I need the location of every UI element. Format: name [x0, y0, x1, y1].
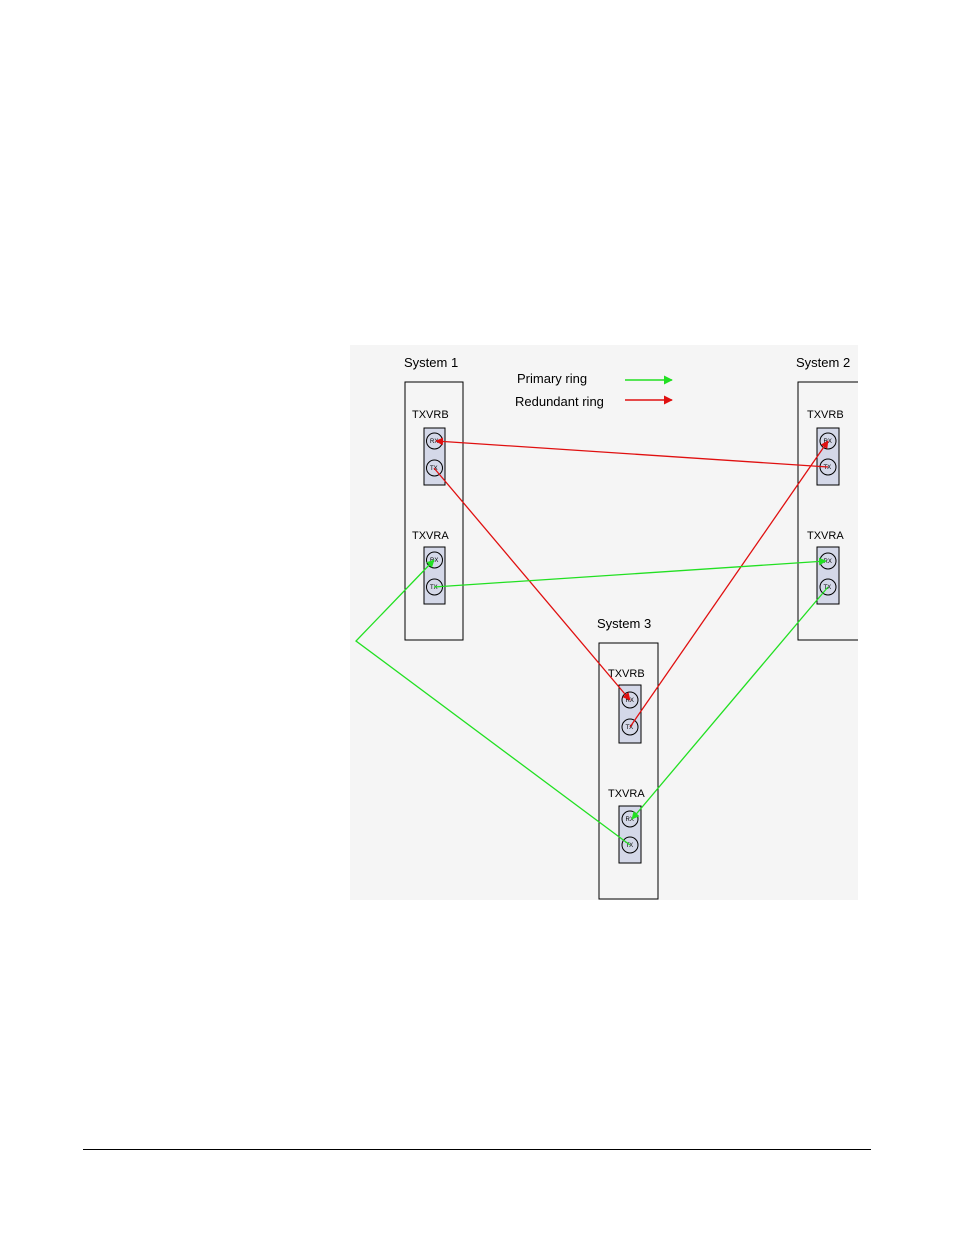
system-2-txvrb-label: TXVRB [807, 409, 844, 421]
system-3-txvrb-rx-label: RX [626, 698, 634, 704]
system-2-label: System 2 [796, 355, 850, 370]
legend: Primary ring Redundant ring [515, 371, 673, 409]
footer-rule [83, 1149, 871, 1150]
system-1-txvrb-rx-label: RX [430, 439, 438, 445]
system-3-txvrb-tx-label: TX [626, 725, 634, 731]
system-3-txvrb-label: TXVRB [608, 668, 645, 680]
system-1-label: System 1 [404, 355, 458, 370]
system-1-txvra-label: TXVRA [412, 530, 449, 542]
system-1-txvrb-tx-label: TX [430, 466, 438, 472]
system-1-txvrb-label: TXVRB [412, 409, 449, 421]
system-3-txvra-tx-label: TX [626, 843, 634, 849]
diagram-canvas: Primary ring Redundant ring System 1 TXV… [355, 355, 858, 900]
system-2-txvra-label: TXVRA [807, 530, 844, 542]
system-2-txvra-rx-label: RX [824, 559, 832, 565]
ring-links [355, 437, 829, 846]
legend-primary-label: Primary ring [517, 371, 587, 386]
ring-topology-diagram: Primary ring Redundant ring System 1 TXV… [350, 345, 858, 900]
redundant-link-s3-to-s2 [629, 440, 829, 728]
system-3: System 3 TXVRB RX TX TXVRA RX TX [597, 616, 659, 900]
system-3-txvra-rx-label: RX [626, 817, 634, 823]
system-1-txvra-tx-label: TX [430, 585, 438, 591]
primary-link-s1-to-s2 [433, 557, 827, 588]
system-3-label: System 3 [597, 616, 651, 631]
redundant-link-s2-to-s1 [435, 437, 829, 468]
system-2: System 2 TXVRB RX TX TXVRA RX TX [796, 355, 858, 641]
primary-link-s2-to-s3 [631, 586, 829, 820]
system-1: System 1 TXVRB RX TX TXVRA RX TX [404, 355, 464, 641]
system-3-txvra-label: TXVRA [608, 788, 645, 800]
system-2-txvrb-tx-label: TX [824, 465, 832, 471]
primary-link-s3-to-s1 [355, 559, 631, 846]
legend-redundant-label: Redundant ring [515, 394, 604, 409]
redundant-link-s1-to-s3 [433, 467, 631, 701]
